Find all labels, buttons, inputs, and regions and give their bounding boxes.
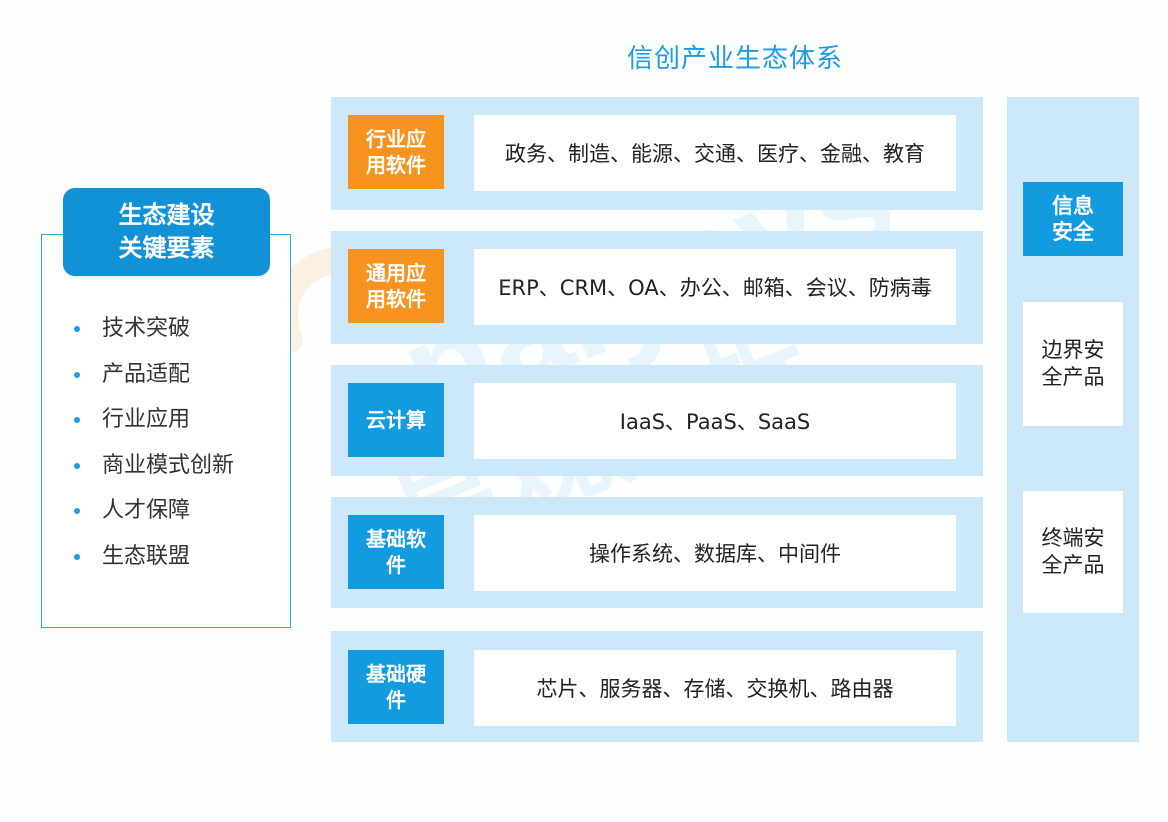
bullet-icon bbox=[74, 553, 80, 560]
layer-content: 政务、制造、能源、交通、医疗、金融、教育 bbox=[474, 115, 956, 191]
list-item-label: 技术突破 bbox=[102, 316, 191, 341]
ecosystem-elements-header: 生态建设 关键要素 bbox=[63, 188, 270, 276]
layer-content: 芯片、服务器、存储、交换机、路由器 bbox=[474, 650, 956, 726]
list-item-label: 人才保障 bbox=[102, 498, 191, 524]
layer-tag-line-1: 云计算 bbox=[366, 408, 426, 432]
layer-content: ERP、CRM、OA、办公、邮箱、会议、防病毒 bbox=[474, 249, 956, 325]
layer-tag-line-1: 行业应 bbox=[366, 127, 426, 151]
layer-tag-line-1: 基础软 bbox=[366, 527, 426, 551]
layer-content: 操作系统、数据库、中间件 bbox=[474, 515, 956, 591]
list-item: 技术突破 bbox=[74, 310, 234, 356]
bullet-icon bbox=[74, 417, 80, 424]
diagram-title: 信创产业生态体系 bbox=[626, 44, 843, 74]
sec-head-line-2: 安全 bbox=[1052, 220, 1094, 244]
list-item: 生态联盟 bbox=[74, 538, 234, 584]
bullet-icon bbox=[74, 462, 80, 469]
layer-tag: 行业应 用软件 bbox=[348, 115, 444, 189]
layer-tag-line-2: 件 bbox=[386, 688, 406, 712]
layer-tag: 通用应 用软件 bbox=[348, 249, 444, 323]
list-item: 产品适配 bbox=[74, 356, 234, 402]
list-item: 行业应用 bbox=[74, 401, 234, 447]
list-item-label: 生态联盟 bbox=[102, 543, 191, 569]
sec-item-line-2: 全产品 bbox=[1041, 365, 1105, 389]
layer-tag: 基础软 件 bbox=[348, 515, 444, 589]
sec-item-line-1: 边界安 bbox=[1041, 338, 1105, 362]
layer-tag: 基础硬 件 bbox=[348, 650, 444, 724]
list-item: 商业模式创新 bbox=[74, 447, 234, 493]
layer-content: IaaS、PaaS、SaaS bbox=[474, 383, 956, 459]
sec-head-line-1: 信息 bbox=[1052, 194, 1094, 218]
layer-general-apps: 通用应 用软件 ERP、CRM、OA、办公、邮箱、会议、防病毒 bbox=[331, 231, 983, 344]
layer-tag: 云计算 bbox=[348, 383, 444, 457]
ecosystem-elements-panel bbox=[41, 234, 291, 628]
layer-tag-line-2: 用软件 bbox=[366, 153, 426, 177]
boundary-security-box: 边界安 全产品 bbox=[1023, 302, 1123, 426]
layer-basic-hardware: 基础硬 件 芯片、服务器、存储、交换机、路由器 bbox=[331, 631, 983, 742]
layer-industry-apps: 行业应 用软件 政务、制造、能源、交通、医疗、金融、教育 bbox=[331, 97, 983, 210]
list-item-label: 商业模式创新 bbox=[102, 452, 235, 478]
list-item-label: 行业应用 bbox=[102, 407, 191, 433]
layer-basic-software: 基础软 件 操作系统、数据库、中间件 bbox=[331, 497, 983, 608]
sec-item-line-1: 终端安 bbox=[1041, 526, 1105, 550]
info-security-header: 信息 安全 bbox=[1023, 182, 1123, 256]
watermark-logo: analysys 易观分析 bbox=[271, 170, 890, 550]
layer-tag-line-1: 基础硬 bbox=[366, 662, 426, 686]
list-item: 人才保障 bbox=[74, 492, 234, 538]
list-item-label: 产品适配 bbox=[102, 361, 191, 387]
bullet-icon bbox=[74, 508, 80, 515]
layer-cloud-computing: 云计算 IaaS、PaaS、SaaS bbox=[331, 365, 983, 476]
bullet-icon bbox=[74, 371, 80, 378]
layer-tag-line-2: 件 bbox=[386, 553, 406, 577]
header-line-2: 关键要素 bbox=[118, 234, 215, 262]
layer-tag-line-2: 用软件 bbox=[366, 287, 426, 311]
layer-tag-line-1: 通用应 bbox=[366, 261, 426, 285]
header-line-1: 生态建设 bbox=[118, 201, 215, 229]
sec-item-line-2: 全产品 bbox=[1041, 553, 1105, 577]
bullet-icon bbox=[74, 326, 80, 332]
key-elements-list: 技术突破 产品适配 行业应用 商业模式创新 人才保障 生态联盟 bbox=[74, 310, 234, 584]
endpoint-security-box: 终端安 全产品 bbox=[1023, 491, 1123, 613]
